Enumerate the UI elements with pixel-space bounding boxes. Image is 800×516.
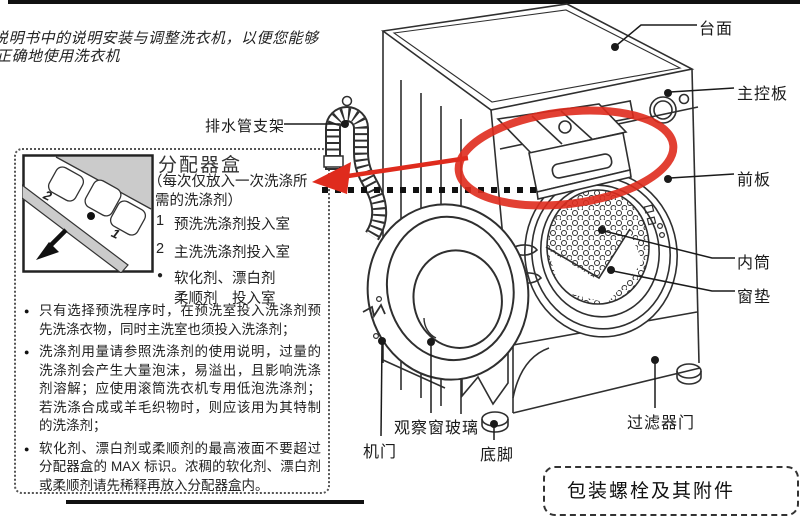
door-open bbox=[362, 203, 530, 381]
dispenser-inset-drawing bbox=[22, 154, 154, 273]
inset-compartment-1-label: 1 bbox=[109, 225, 123, 242]
item-text: 主洗洗涤剂投入室 bbox=[174, 245, 290, 261]
item-marker: 2 bbox=[155, 241, 165, 257]
dispenser-note-line1: （每次仅放入一次洗涤所 bbox=[148, 174, 308, 190]
leader-lines bbox=[284, 24, 735, 440]
dispenser-item-softener: ● 软化剂、漂白剂 bbox=[153, 267, 276, 288]
item-marker: ● bbox=[156, 270, 164, 281]
drain-hose bbox=[323, 95, 388, 241]
hose-bracket-ring bbox=[341, 95, 353, 107]
intro-text-line1: 说明书中的说明安装与调整洗衣机，以便您能够 bbox=[0, 30, 319, 47]
softener-compartment-dot bbox=[87, 212, 95, 220]
machine-body bbox=[380, 3, 702, 433]
item-text: 柔顺剂 投入室 bbox=[174, 291, 276, 307]
label-foot: 底脚 bbox=[480, 447, 515, 464]
dispenser-drawer bbox=[496, 103, 632, 200]
top-border bbox=[8, 0, 800, 4]
label-front-panel: 前板 bbox=[737, 172, 772, 189]
inset-arrow-icon bbox=[36, 228, 68, 260]
dispenser-item-mainwash: 2 主洗洗涤剂投入室 bbox=[153, 241, 290, 262]
label-countertop: 台面 bbox=[699, 21, 734, 38]
item-text: 预洗洗涤剂投入室 bbox=[174, 217, 290, 233]
dispenser-item-softener-line2: 柔顺剂 投入室 bbox=[174, 287, 276, 308]
label-filter-door: 过滤器门 bbox=[627, 415, 696, 432]
bullet-text: 洗涤剂用量请参照洗涤剂的使用说明，过量的洗涤剂会产生大量泡沫，易溢出，且影响洗涤… bbox=[39, 344, 321, 433]
door-latch-icon bbox=[362, 303, 386, 319]
label-window-glass: 观察窗玻璃 bbox=[394, 420, 480, 437]
item-text: 软化剂、漂白剂 bbox=[174, 271, 276, 287]
cropped-box-top-edge bbox=[66, 500, 364, 504]
door-hinge-icon bbox=[513, 272, 543, 284]
dispenser-item-prewash: 1 预洗洗涤剂投入室 bbox=[153, 213, 290, 234]
label-window-gasket: 窗垫 bbox=[737, 289, 772, 306]
label-door: 机门 bbox=[363, 444, 398, 461]
dispenser-note-line2: 需的洗涤剂） bbox=[155, 193, 242, 209]
highlight-arrow-icon bbox=[312, 155, 469, 194]
drum-paddle bbox=[548, 231, 643, 303]
bullet-text: 软化剂、漂白剂或柔顺剂的最高液面不要超过分配器盒的 MAX 标识。浓稠的软化剂、… bbox=[39, 440, 321, 493]
note-bullet: ● 洗涤剂用量请参照洗涤剂的使用说明，过量的洗涤剂会产生大量泡沫，易溢出，且影响… bbox=[24, 343, 326, 436]
note-bullet: ● 软化剂、漂白剂或柔顺剂的最高液面不要超过分配器盒的 MAX 标识。浓稠的软化… bbox=[24, 440, 326, 496]
drawer-handle bbox=[551, 153, 613, 179]
anchor-dots bbox=[341, 43, 672, 428]
item-marker: 1 bbox=[155, 213, 165, 229]
door-hinge-icon bbox=[509, 244, 539, 256]
highlight-ellipse bbox=[454, 106, 678, 210]
drum-opening bbox=[509, 170, 678, 338]
bullet-icon: ● bbox=[24, 443, 30, 454]
bullet-icon: ● bbox=[24, 306, 30, 316]
bullet-icon: ● bbox=[24, 347, 30, 357]
label-inner-drum: 内筒 bbox=[737, 255, 772, 272]
packing-bolts-title: 包装螺栓及其附件 bbox=[567, 481, 736, 502]
label-drain-hose-bracket: 排水管支架 bbox=[205, 118, 286, 135]
bullet-text: 只有选择预洗程序时，在预洗室投入洗涤剂预先洗涤衣物，同时主洗室也须投入洗涤剂； bbox=[39, 303, 321, 337]
dispenser-notes-list: ● 只有选择预洗程序时，在预洗室投入洗涤剂预先洗涤衣物，同时主洗室也须投入洗涤剂… bbox=[24, 302, 326, 495]
intro-text-line2: 正确地使用洗衣机 bbox=[0, 48, 121, 65]
label-control-board: 主控板 bbox=[737, 86, 789, 103]
packing-bolts-box: 包装螺栓及其附件 bbox=[543, 466, 799, 516]
dispenser-box-panel: 2 1 分配器盒 （每次仅放入一次洗涤所 需的洗涤剂） 1 预洗洗涤剂投入室 2… bbox=[14, 148, 330, 494]
inset-compartment-2-label: 2 bbox=[41, 187, 55, 204]
dispenser-panel-title: 分配器盒 bbox=[158, 155, 243, 176]
note-bullet: ● 只有选择预洗程序时，在预洗室投入洗涤剂预先洗涤衣物，同时主洗室也须投入洗涤剂… bbox=[24, 302, 326, 339]
